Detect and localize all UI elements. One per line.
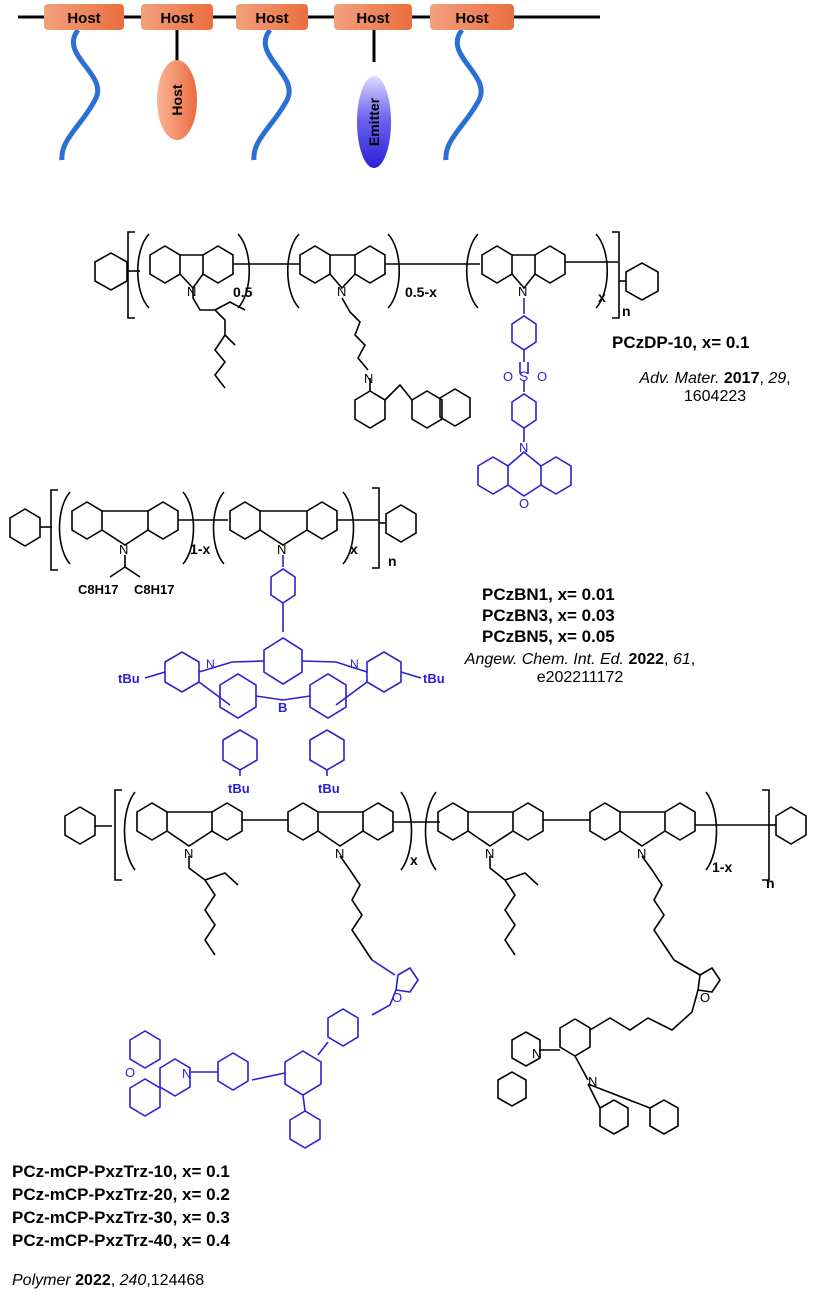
atom-N: N	[184, 846, 193, 861]
polymer-3-labels: x 1-x n N N N N N N O O N O	[125, 846, 775, 1089]
atom-N: N	[588, 1074, 597, 1089]
subscript-n: n	[388, 553, 397, 569]
host-label: Host	[67, 10, 100, 27]
atom-N: N	[277, 542, 286, 557]
polymer-2-name-3: PCzBN5, x= 0.05	[482, 627, 615, 646]
page: 124468	[150, 1272, 205, 1289]
host-pendant: Host	[157, 60, 197, 140]
subscript-x: x	[410, 852, 418, 868]
subscript-1-x: 1-x	[190, 541, 210, 557]
polymer-1-emitter-unit	[477, 298, 572, 497]
atom-N: N	[637, 846, 646, 861]
journal: Polymer	[12, 1272, 71, 1289]
atom-O: O	[519, 496, 529, 511]
polymer-2-labels: 1-x x n N N C8H17 C8H17 N N B tBu tBu tB…	[78, 541, 445, 796]
host-pendant-label: Host	[169, 84, 185, 115]
atom-O: O	[125, 1065, 135, 1080]
atom-O: O	[700, 990, 710, 1005]
polymer-3-name-3: PCz-mCP-PxzTrz-30, x= 0.3	[12, 1208, 230, 1227]
atom-N: N	[337, 284, 346, 299]
volume: 29	[768, 370, 787, 387]
subscript-n: n	[766, 875, 775, 891]
host-label: Host	[255, 10, 288, 27]
atom-O: O	[503, 369, 513, 384]
tbu-label: tBu	[118, 671, 140, 686]
host-emitter-schematic: Host Host Host Host Host Host Emitter	[18, 4, 600, 168]
polymer-1-structure	[94, 231, 659, 429]
emitter-pendant: Emitter	[357, 76, 391, 168]
polymer-1-labels: 0.5 0.5-x x n N N N N S O O N O	[187, 284, 631, 511]
page: e202211172	[536, 669, 624, 686]
polymer-1-name: PCzDP-10, x= 0.1	[612, 333, 750, 352]
tbu-label: tBu	[318, 781, 340, 796]
year: 2022	[628, 651, 665, 668]
host-box-1: Host	[44, 4, 124, 30]
atom-N: N	[182, 1066, 191, 1081]
alkyl-chain-3	[443, 28, 484, 161]
polymer-2-name-2: PCzBN3, x= 0.03	[482, 606, 615, 625]
atom-N: N	[518, 284, 527, 299]
polymer-3-name-1: PCz-mCP-PxzTrz-10, x= 0.1	[12, 1162, 230, 1181]
host-label: Host	[455, 10, 488, 27]
polymer-2-name-1: PCzBN1, x= 0.01	[482, 585, 615, 604]
atom-N: N	[519, 440, 528, 455]
atom-O: O	[537, 369, 547, 384]
subscript-0-5: 0.5	[233, 284, 253, 300]
journal: Adv. Mater.	[639, 370, 720, 387]
alkyl-chain-1	[59, 28, 101, 161]
volume: 61	[672, 651, 691, 668]
atom-N: N	[119, 542, 128, 557]
atom-B: B	[278, 700, 287, 715]
subscript-0-5-x: 0.5-x	[405, 284, 437, 300]
atom-S: S	[519, 368, 528, 384]
alkyl-chain-2	[251, 28, 292, 161]
atom-N: N	[364, 371, 373, 386]
host-box-5: Host	[430, 4, 514, 30]
subscript-x: x	[350, 541, 358, 557]
atom-N: N	[485, 846, 494, 861]
polymer-3-reference: Polymer 2022, 240,124468	[12, 1272, 205, 1289]
atom-N: N	[350, 657, 359, 671]
alkyl-label: C8H17	[134, 582, 174, 597]
atom-N: N	[335, 846, 344, 861]
year: 2022	[75, 1272, 111, 1289]
host-box-4: Host	[334, 4, 412, 30]
host-label: Host	[356, 10, 389, 27]
volume: 240	[119, 1272, 147, 1289]
tbu-label: tBu	[423, 671, 445, 686]
polymer-3-name-4: PCz-mCP-PxzTrz-40, x= 0.4	[12, 1231, 230, 1250]
subscript-x: x	[598, 289, 606, 305]
atom-N: N	[187, 284, 196, 299]
alkyl-label: C8H17	[78, 582, 118, 597]
polymer-3-name-2: PCz-mCP-PxzTrz-20, x= 0.2	[12, 1185, 230, 1204]
subscript-1-x: 1-x	[712, 859, 732, 875]
polymer-2-reference: Angew. Chem. Int. Ed. 2022, 61, e2022111…	[464, 651, 696, 686]
polymer-3-structure	[64, 789, 807, 1135]
host-box-2: Host	[141, 4, 213, 30]
host-label: Host	[160, 10, 193, 27]
polymer-2-structure	[9, 487, 417, 578]
atom-N: N	[206, 657, 215, 671]
atom-N: N	[532, 1046, 541, 1061]
atom-O: O	[392, 990, 402, 1005]
polymer-3-emitter-unit	[129, 959, 419, 1149]
host-box-3: Host	[236, 4, 308, 30]
emitter-pendant-label: Emitter	[366, 97, 382, 146]
polymer-2-emitter-unit	[144, 555, 422, 776]
journal: Angew. Chem. Int. Ed.	[464, 651, 624, 668]
year: 2017	[723, 370, 760, 387]
subscript-n: n	[622, 303, 631, 319]
tbu-label: tBu	[228, 781, 250, 796]
polymer-1-reference: Adv. Mater. 2017, 29, 1604223	[639, 370, 791, 405]
page: 1604223	[683, 388, 747, 405]
